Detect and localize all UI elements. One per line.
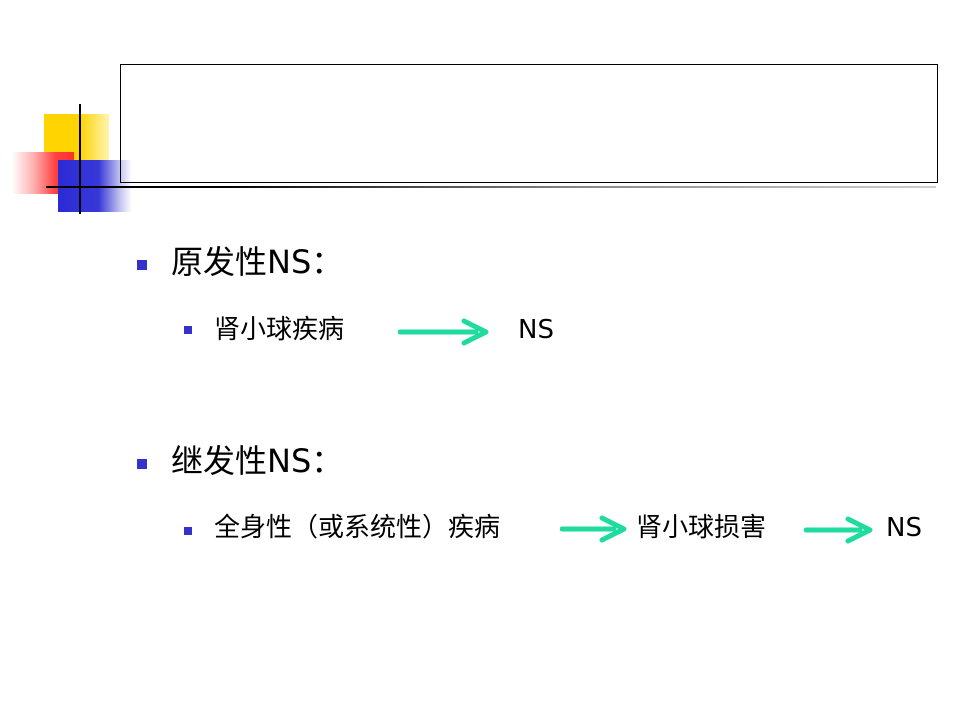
bullet-marker (184, 326, 192, 334)
section-heading-primary: 原发性NS： (171, 243, 344, 281)
glomerular-damage-label: 肾小球损害 (636, 513, 767, 543)
section-heading-secondary: 继发性NS： (171, 442, 344, 480)
primary-result-label: NS (518, 315, 554, 345)
secondary-result-label: NS (886, 513, 922, 543)
bullet-marker (184, 527, 192, 535)
primary-cause-label: 肾小球疾病 (214, 315, 345, 345)
bullet-marker (137, 260, 147, 270)
systemic-disease-label: 全身性（或系统性）疾病 (214, 513, 501, 543)
arrow-right-icon (804, 516, 873, 544)
title-box (120, 64, 938, 183)
bullet-marker (137, 459, 147, 469)
arrow-right-icon (398, 318, 489, 346)
vertical-rule (79, 104, 81, 214)
arrow-right-icon (560, 515, 627, 543)
horizontal-rule (46, 186, 936, 188)
